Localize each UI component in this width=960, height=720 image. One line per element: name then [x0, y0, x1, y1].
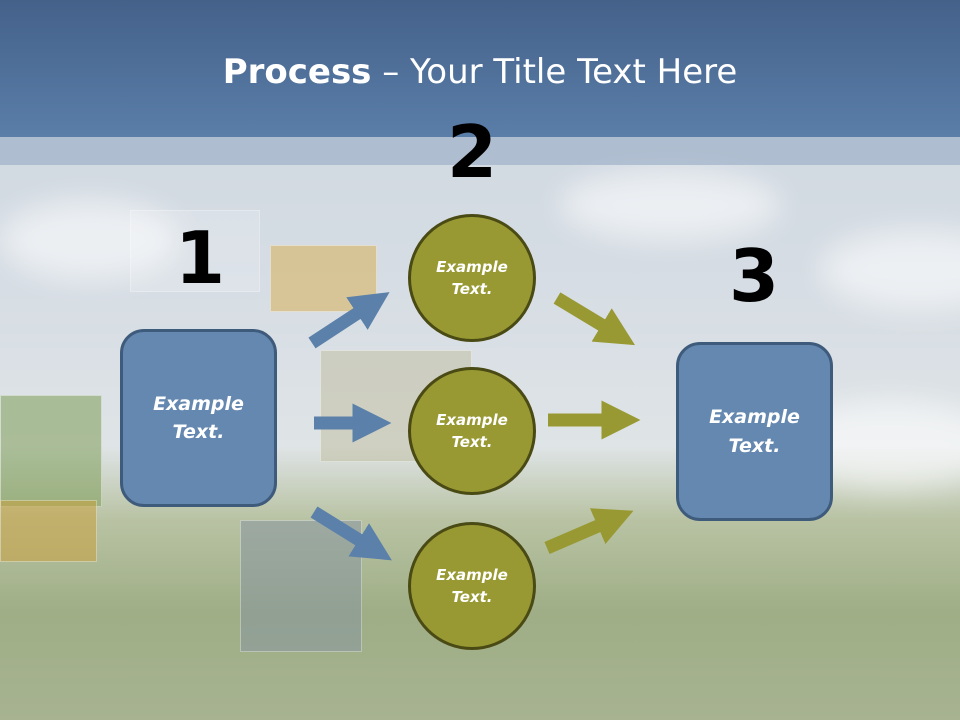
step-number-1: 1: [174, 216, 226, 300]
step-1-text: Example Text.: [153, 392, 244, 444]
header-band: [0, 137, 960, 165]
step-number-2: 2: [446, 110, 498, 194]
step-2-circle-2: Example Text.: [408, 367, 536, 495]
arrow-1-to-2a: [308, 292, 390, 349]
title-bold: Process: [222, 52, 372, 92]
arrow-1-to-2c: [310, 506, 392, 561]
slide-title: Process – Your Title Text Here: [0, 52, 960, 92]
step-1-box: Example Text.: [120, 329, 277, 507]
step-2-text-3: Example Text.: [436, 565, 508, 607]
step-number-3: 3: [728, 234, 780, 318]
step-3-box: Example Text.: [676, 342, 833, 521]
step-2-circle-1: Example Text.: [408, 214, 536, 342]
title-rest: – Your Title Text Here: [371, 52, 738, 92]
step-2-circle-3: Example Text.: [408, 522, 536, 650]
step-3-text: Example Text.: [709, 406, 800, 457]
title-bar: [0, 0, 960, 137]
step-2-text-1: Example Text.: [436, 257, 508, 299]
arrow-2a-to-3: [553, 292, 636, 346]
step-2-text-2: Example Text.: [436, 410, 508, 452]
arrow-2c-to-3: [544, 508, 634, 554]
